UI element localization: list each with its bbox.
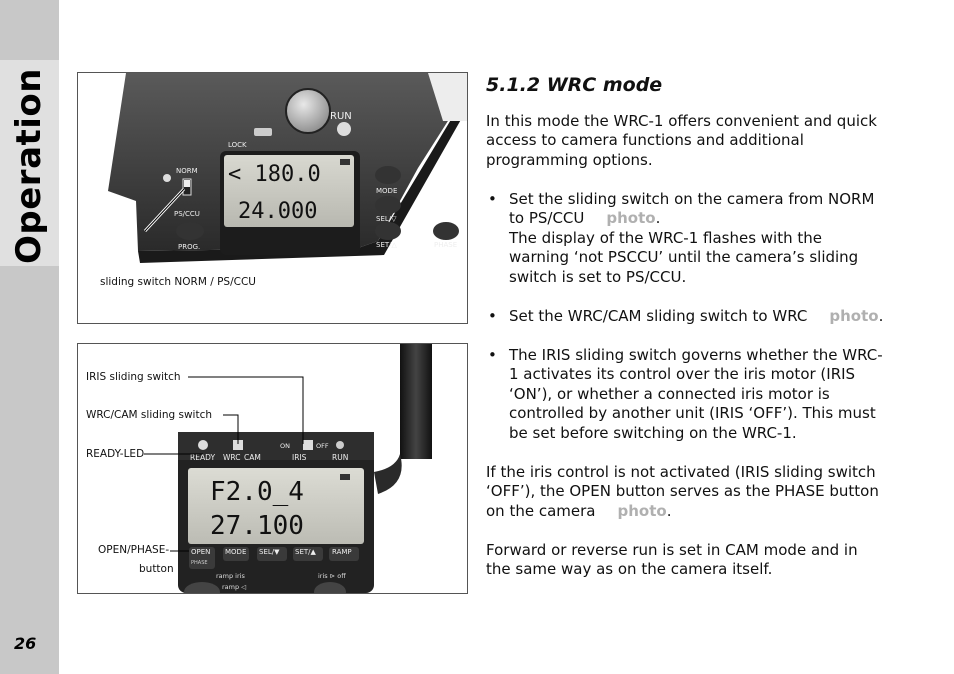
lcd2-line-2: 27.100 [210, 511, 304, 541]
set-label: SET/△ [376, 241, 398, 249]
phase-label: PHASE [434, 241, 457, 249]
wrc-label: WRC [223, 453, 241, 462]
figure-camera-panel: RUN LOCK < 180.0 24.000 NORM PS/CCU PROG… [77, 72, 468, 324]
run-label-2: RUN [332, 453, 348, 462]
page-number: 26 [14, 634, 37, 653]
callout-iris: IRIS sliding switch [86, 371, 181, 383]
wrc-panel-photo: READY WRC CAM ON OFF IRIS RUN F2.0_4 27.… [144, 344, 432, 593]
iris-off-paragraph: If the iris control is not activated (IR… [486, 462, 879, 520]
pscu-label: PS/CCU [174, 210, 200, 218]
lock-label: LOCK [228, 141, 247, 149]
section-title: Operation [9, 68, 49, 264]
bullet1-warning-text: The display of the WRC-1 flashes with th… [509, 228, 859, 286]
sel-label-2: SEL/▼ [259, 548, 280, 556]
lcd2-line-1: F2.0_4 [210, 477, 304, 507]
section-tab [0, 60, 59, 266]
figure-wrc-panel: READY WRC CAM ON OFF IRIS RUN F2.0_4 27.… [77, 343, 468, 594]
mode-label-2: MODE [225, 548, 246, 556]
norm-label: NORM [176, 167, 198, 175]
figure1-caption: sliding switch NORM / PS/CCU [100, 276, 256, 288]
callout-ready-led: READY-LED [86, 448, 145, 460]
off-label: OFF [316, 442, 329, 450]
ramp-back-label: ramp ◁ [222, 583, 246, 591]
bullet3-text: The IRIS sliding switch governs whether … [509, 345, 883, 442]
callout-wrc-cam: WRC/CAM sliding switch [86, 409, 212, 421]
mode-label: MODE [376, 187, 397, 195]
ramp-label: RAMP [332, 548, 352, 556]
bullet2-text: Set the WRC/CAM sliding switch to WRC [509, 306, 808, 325]
photo-reference: photo [617, 501, 667, 520]
photo-reference: photo [829, 306, 879, 325]
run-label: RUN [330, 111, 352, 122]
prog-label: PROG. [178, 243, 200, 251]
iris-label: IRIS [292, 453, 307, 462]
set-label-2: SET/▲ [295, 548, 317, 556]
ramp-iris-label: ramp iris [216, 572, 245, 580]
lcd-line-2: 24.000 [238, 199, 317, 224]
on-label: ON [280, 442, 290, 450]
iris-off-label: iris ⊳ off [318, 572, 346, 580]
intro-paragraph: In this mode the WRC-1 offers convenient… [486, 111, 877, 169]
phase-sub-label: PHASE [191, 560, 208, 566]
photo-reference: photo [606, 209, 656, 227]
camera-panel-photo: RUN LOCK < 180.0 24.000 NORM PS/CCU PROG… [108, 73, 467, 263]
bullet-ps-ccu: • Set the sliding switch on the camera f… [488, 189, 875, 286]
lcd-line-1: < 180.0 [228, 162, 321, 187]
cam-label: CAM [244, 453, 261, 462]
callout-open-phase: OPEN/PHASE- [98, 544, 170, 556]
callout-button: button [139, 563, 174, 575]
ready-label: READY [190, 453, 215, 462]
bullet-iris: • The IRIS sliding switch governs whethe… [488, 345, 883, 442]
bullet1-text: Set the sliding switch on the camera fro… [509, 189, 875, 228]
section-heading: 5.1.2 WRC mode [486, 74, 663, 96]
sel-label: SEL/▽ [376, 215, 397, 223]
open-label: OPEN [191, 548, 210, 556]
text-content: 5.1.2 WRC mode In this mode the WRC-1 of… [486, 72, 886, 580]
run-paragraph: Forward or reverse run is set in CAM mod… [486, 540, 858, 579]
para2-text: If the iris control is not activated (IR… [486, 462, 879, 520]
